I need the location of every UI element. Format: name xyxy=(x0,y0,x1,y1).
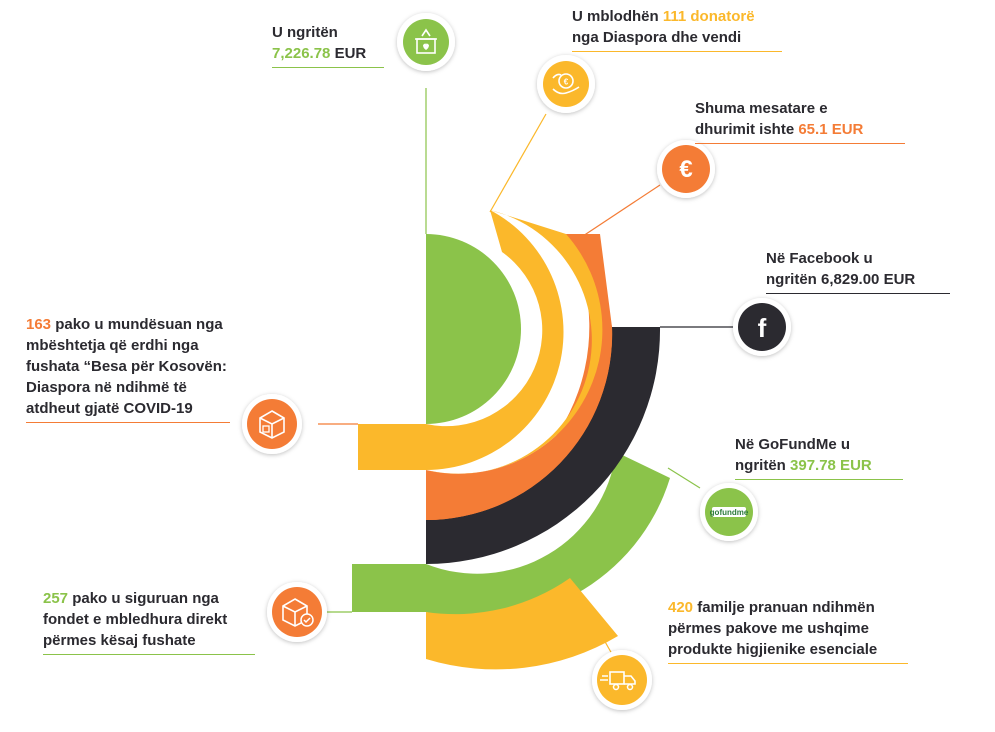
stat-families-line2: përmes pakove me ushqime xyxy=(668,620,869,637)
connector-donors xyxy=(489,113,547,213)
stat-facebook-line1: Në Facebook u xyxy=(766,250,873,267)
stat-raised-prefix: U ngritën xyxy=(272,24,338,41)
stat-packages-secured-line1: pako u siguruan nga xyxy=(72,590,219,607)
stat-gofundme-value: 397.78 EUR xyxy=(790,457,872,474)
stat-packages-supported-line3: fushata “Besa për Kosovën: xyxy=(26,358,227,375)
hand-coin-icon: € xyxy=(537,55,595,113)
connector-gofundme xyxy=(667,467,701,489)
stat-packages-supported: 163 pako u mundësuan nga mbështetja që e… xyxy=(26,314,230,423)
stat-gofundme: Në GoFundMe u ngritën 397.78 EUR xyxy=(735,434,903,480)
package-icon xyxy=(242,394,302,454)
stat-raised: U ngritën 7,226.78 EUR xyxy=(272,22,384,68)
stat-families-line3: produkte higjienike esenciale xyxy=(668,641,878,658)
ring-segment-green-outer xyxy=(352,452,670,620)
ring-segment-orange-inner xyxy=(426,234,613,521)
stat-families-line1: familje pranuan ndihmën xyxy=(697,599,875,616)
stat-average-prefix: dhurimit ishte xyxy=(695,121,795,138)
ring-segment-green-center xyxy=(426,234,521,424)
stat-average-value: 65.1 EUR xyxy=(798,121,864,138)
stat-packages-supported-line1: pako u mundësuan nga xyxy=(55,316,223,333)
ring-segment-yellow-outer xyxy=(426,578,618,670)
stat-donors-prefix: U mblodhën xyxy=(572,8,659,25)
stat-raised-suffix: EUR xyxy=(334,45,367,62)
svg-text:€: € xyxy=(564,78,569,87)
stat-facebook-prefix: ngritën xyxy=(766,271,817,288)
stat-gofundme-prefix: ngritën xyxy=(735,457,786,474)
stat-packages-supported-line5: atdheut gjatë COVID-19 xyxy=(26,400,193,417)
stat-average-line1: Shuma mesatare e xyxy=(695,100,828,117)
stat-gofundme-line1: Në GoFundMe u xyxy=(735,436,850,453)
euro-icon: € xyxy=(657,140,715,198)
stat-donors: U mblodhën 111 donatorë nga Diaspora dhe… xyxy=(572,6,782,52)
ring-segment-yellow-inner xyxy=(358,210,564,470)
stat-families-value: 420 xyxy=(668,599,694,616)
stat-raised-value: 7,226.78 xyxy=(272,45,331,62)
stat-packages-supported-value: 163 xyxy=(26,316,52,333)
gofundme-icon: gofundme xyxy=(700,483,758,541)
stat-packages-secured-value: 257 xyxy=(43,590,69,607)
stat-packages-supported-line4: Diaspora në ndihmë të xyxy=(26,379,187,396)
svg-text:f: f xyxy=(758,313,767,343)
connector-average xyxy=(579,184,661,239)
stat-average: Shuma mesatare e dhurimit ishte 65.1 EUR xyxy=(695,98,905,144)
stat-facebook-value: 6,829.00 EUR xyxy=(821,271,916,288)
ring-segment-dark xyxy=(426,327,661,564)
stat-facebook: Në Facebook u ngritën 6,829.00 EUR xyxy=(766,248,950,294)
svg-text:€: € xyxy=(679,156,692,183)
package-check-icon xyxy=(267,582,327,642)
stat-packages-supported-line2: mbështetja që erdhi nga xyxy=(26,337,199,354)
stat-packages-secured-line3: përmes kësaj fushate xyxy=(43,632,196,649)
ring-chart xyxy=(352,210,670,670)
stat-donors-line2: nga Diaspora dhe vendi xyxy=(572,29,742,46)
donation-box-icon xyxy=(397,13,455,71)
stat-packages-secured: 257 pako u siguruan nga fondet e mbledhu… xyxy=(43,588,255,655)
facebook-icon: f xyxy=(733,298,791,356)
stat-donors-value: 111 donatorë xyxy=(662,8,755,25)
delivery-truck-icon xyxy=(592,650,652,710)
stat-families: 420 familje pranuan ndihmën përmes pakov… xyxy=(668,597,908,664)
gofundme-logo-text: gofundme xyxy=(710,508,749,517)
stat-packages-secured-line2: fondet e mbledhura direkt xyxy=(43,611,228,628)
